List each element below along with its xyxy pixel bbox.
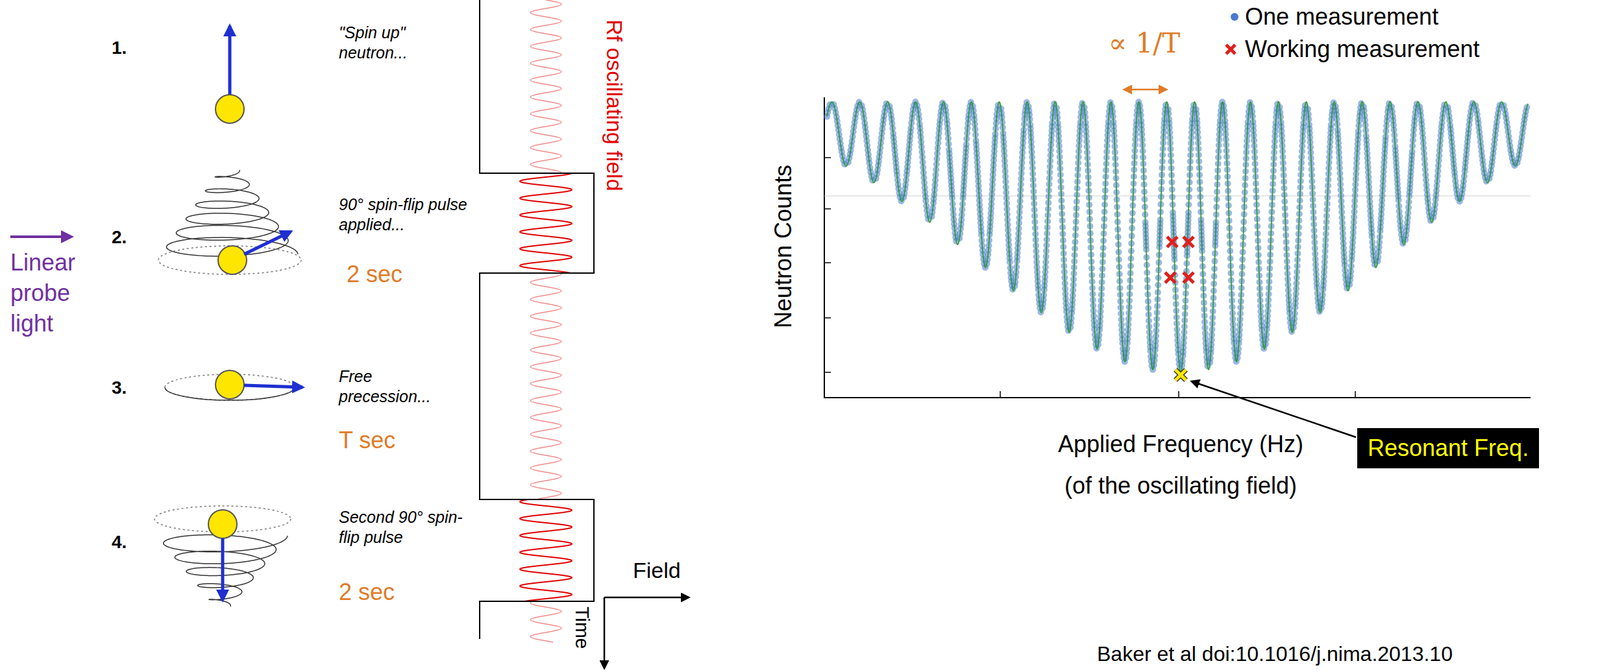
probe-light-label: Linear probe light <box>10 247 89 339</box>
rf-field-trace <box>519 173 572 274</box>
callout-box: Resonant Freq. <box>1357 428 1539 469</box>
cross-marker <box>1183 236 1194 248</box>
axis-subtitle: (of the oscillating field) <box>1064 472 1297 500</box>
duration: T sec <box>338 427 396 455</box>
spin-spiral <box>166 170 299 257</box>
rf-field-trace <box>519 499 572 602</box>
leader-arrow <box>1191 381 1356 438</box>
cross-marker <box>1183 272 1194 284</box>
chart-axes <box>824 97 1531 398</box>
cross-marker <box>1175 369 1186 381</box>
legend-text: Working measurement <box>1244 35 1480 64</box>
label-holder: Second 90° spin-flip pulse <box>338 507 469 549</box>
rf-field-trace <box>530 0 562 173</box>
neutron <box>215 94 245 124</box>
period-label: ∝ 1/T <box>1108 27 1181 60</box>
precession-orbit <box>158 246 302 275</box>
pulse-envelope <box>479 0 594 640</box>
tick <box>824 208 831 210</box>
label-holder: Applied Frequency (Hz) <box>1058 430 1304 459</box>
step-number: 1. <box>111 37 127 59</box>
axis-title: Applied Frequency (Hz) <box>1058 430 1304 459</box>
label-holder: Time <box>571 606 594 650</box>
step-text: Second 90° spin-flip pulse <box>338 507 469 549</box>
citation: Baker et al doi:10.1016/j.nima.2013.10 <box>1096 642 1453 667</box>
step-text: 90° spin-flip pulse applied... <box>338 194 469 236</box>
period-arrow <box>1124 88 1167 91</box>
label-holder: 4. <box>111 532 127 554</box>
label-holder: (of the oscillating field) <box>1064 472 1297 500</box>
spin-arrow <box>244 231 291 255</box>
axis-label: Field <box>632 558 681 584</box>
probe-light-arrow <box>10 235 72 239</box>
cross-marker <box>1167 236 1178 248</box>
label-holder: 1. <box>111 37 127 59</box>
label-holder: 2. <box>111 227 127 248</box>
rf-field-trace <box>530 602 562 643</box>
legend-swatch <box>1230 12 1239 21</box>
label-holder: 2 sec <box>346 260 403 289</box>
duration: 2 sec <box>338 578 395 607</box>
duration: 2 sec <box>346 260 403 289</box>
spin-arrow <box>228 25 232 95</box>
label-holder: 2 sec <box>338 578 395 607</box>
spin-arrow <box>221 538 225 601</box>
label-holder: ∝ 1/T <box>1108 27 1181 60</box>
field-time-axes <box>604 597 689 669</box>
axis-title: Neutron Counts <box>769 164 798 329</box>
label-holder: Field <box>632 558 681 584</box>
tick <box>824 157 831 159</box>
step-text: "Spin up" neutron... <box>338 22 469 64</box>
spin-spiral <box>163 535 288 607</box>
legend-item: One measurement <box>1244 2 1439 32</box>
neutron <box>215 370 245 400</box>
fit-curve <box>826 101 1528 373</box>
label-holder: T sec <box>338 427 396 455</box>
rf-field-trace <box>530 273 562 500</box>
axis-label: Time <box>571 606 594 650</box>
tick <box>824 371 831 374</box>
neutron <box>218 246 247 275</box>
label-holder: "Spin up" neutron... <box>338 22 469 64</box>
label-holder: Linear probe light <box>10 247 89 339</box>
label-holder: 90° spin-flip pulse applied... <box>338 194 469 236</box>
label-holder: Free precession... <box>338 366 469 408</box>
leader-arrow <box>1191 381 1356 438</box>
tick <box>824 317 831 319</box>
step-number: 3. <box>111 377 127 399</box>
legend-text: One measurement <box>1244 2 1439 32</box>
step-text: Free precession... <box>338 366 469 408</box>
legend-swatches <box>1226 12 1239 54</box>
step-number: 2. <box>111 227 127 248</box>
marker-outline <box>1175 369 1186 381</box>
tick <box>1178 391 1180 398</box>
cross-marker <box>1165 272 1176 284</box>
label-holder: Rf oscillating field <box>601 19 628 192</box>
tick <box>1354 391 1356 398</box>
legend-swatch <box>1226 44 1236 54</box>
spin-arrow <box>244 385 303 388</box>
callout-text: Resonant Freq. <box>1367 434 1529 463</box>
rf-waveform <box>479 0 594 643</box>
legend-item: Working measurement <box>1244 35 1480 64</box>
label-holder: Baker et al doi:10.1016/j.nima.2013.10 <box>1096 642 1453 667</box>
tick <box>824 262 831 264</box>
step-number: 4. <box>111 532 127 554</box>
rf-label: Rf oscillating field <box>601 19 628 192</box>
ramsey-chart <box>823 97 1531 398</box>
tick <box>999 391 1001 398</box>
label-holder: 3. <box>111 377 127 399</box>
neutron <box>208 510 237 539</box>
spin-illustration <box>154 25 303 607</box>
label-holder: Neutron Counts <box>769 164 798 329</box>
